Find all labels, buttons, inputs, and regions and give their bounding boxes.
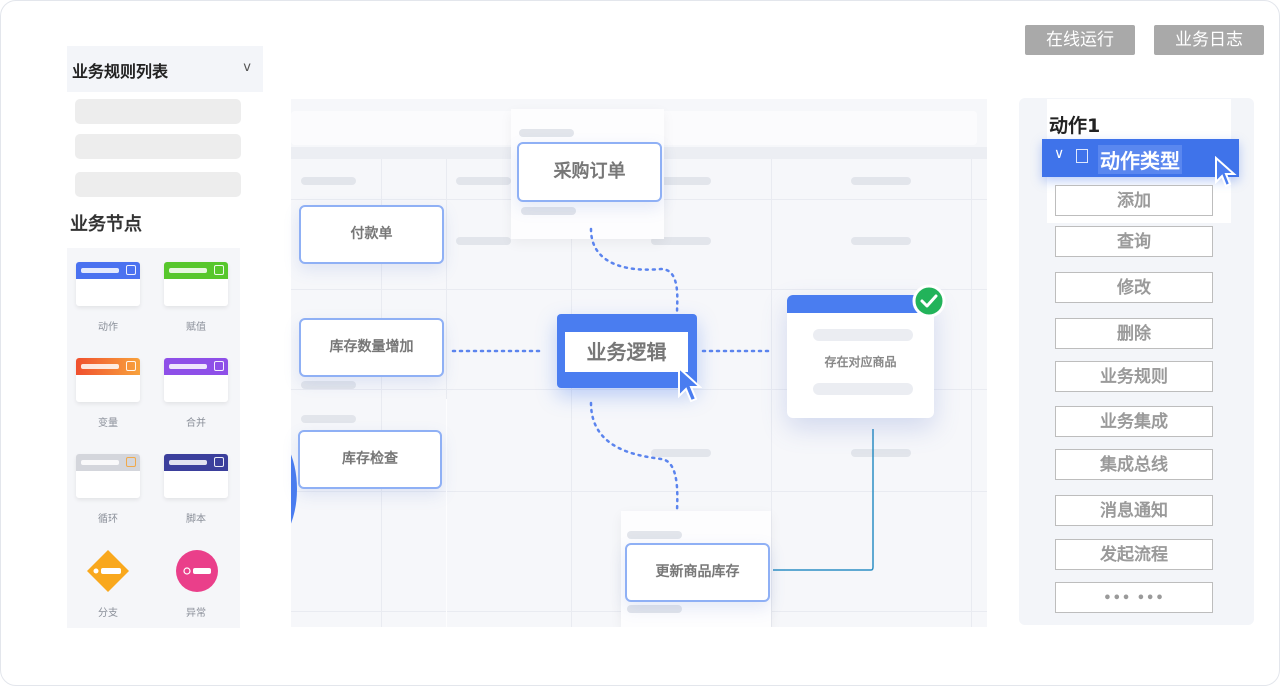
action-biz-rule-button[interactable]: 业务规则 (1055, 361, 1213, 392)
nodes-title: 业务节点 (70, 214, 142, 235)
tile-label-variable: 变量 (98, 418, 118, 429)
placeholder-bar (813, 383, 913, 395)
placeholder-bar (521, 207, 576, 215)
start-node[interactable] (291, 429, 297, 549)
rule-placeholder-1[interactable] (75, 99, 241, 124)
check-icon (912, 284, 946, 318)
placeholder-bar (301, 177, 356, 185)
node-stock-check[interactable]: 库存检查 (298, 430, 442, 489)
tile-label-merge: 合并 (186, 418, 206, 429)
rule-placeholder-2[interactable] (75, 134, 241, 159)
tile-label-assign: 赋值 (186, 322, 206, 333)
node-update-stock[interactable]: 更新商品库存 (625, 543, 770, 602)
grid-line (291, 491, 987, 492)
grid-line (291, 289, 987, 290)
action-title: 动作1 (1049, 115, 1101, 137)
node-purchase-order[interactable]: 采购订单 (517, 142, 662, 202)
biz-logic-label: 业务逻辑 (565, 332, 688, 372)
action-delete-button[interactable]: 删除 (1055, 318, 1213, 349)
placeholder-bar (456, 177, 511, 185)
placeholder-bar (301, 381, 356, 389)
action-message-notify-button[interactable]: 消息通知 (1055, 495, 1213, 526)
alert-icon (176, 550, 218, 592)
tile-label-script: 脚本 (186, 514, 206, 525)
node-tile-variable[interactable] (76, 358, 140, 402)
node-tile-script[interactable] (164, 454, 228, 498)
run-online-button[interactable]: 在线运行 (1025, 25, 1135, 55)
node-payment[interactable]: 付款单 (299, 205, 444, 264)
node-tile-assign[interactable] (164, 262, 228, 306)
note-icon (164, 262, 228, 279)
grid-line (971, 159, 972, 627)
placeholder-bar (651, 177, 711, 185)
placeholder-bar (301, 415, 356, 423)
grid-line (771, 159, 772, 627)
node-tile-loop[interactable] (76, 454, 140, 498)
cursor-icon (1215, 156, 1237, 188)
cursor-icon (678, 366, 702, 403)
placeholder-bar (851, 449, 911, 457)
chevron-down-icon: ∨ (1054, 146, 1065, 162)
action-more-button[interactable]: ••• ••• (1055, 582, 1213, 613)
action-type-label: 动作类型 (1098, 145, 1182, 174)
rules-list-title: 业务规则列表 (72, 62, 169, 81)
placeholder-bar (851, 177, 911, 185)
chevron-down-icon[interactable]: v (243, 60, 251, 75)
tile-label-branch: 分支 (98, 608, 118, 619)
action-integration-bus-button[interactable]: 集成总线 (1055, 449, 1213, 480)
action-type-dropdown[interactable]: ∨ 动作类型 (1042, 139, 1239, 177)
gear-icon (164, 454, 228, 471)
node-shadow-panel (446, 399, 447, 627)
action-modify-button[interactable]: 修改 (1055, 272, 1213, 303)
grid-line (571, 159, 572, 627)
action-add-button[interactable]: 添加 (1055, 185, 1213, 216)
image-icon (76, 358, 140, 375)
action-start-flow-button[interactable]: 发起流程 (1055, 539, 1213, 570)
node-product-exists[interactable]: 存在对应商品 (787, 295, 934, 418)
biz-log-button[interactable]: 业务日志 (1154, 25, 1264, 55)
node-stock-increase[interactable]: 库存数量增加 (299, 318, 444, 377)
node-tile-action[interactable] (76, 262, 140, 306)
rule-placeholder-3[interactable] (75, 172, 241, 197)
rules-list-dropdown[interactable]: 业务规则列表 v (67, 46, 263, 92)
tile-label-loop: 循环 (98, 514, 118, 525)
placeholder-bar (627, 605, 682, 613)
node-tile-exception[interactable] (176, 550, 218, 592)
placeholder-bar (851, 237, 911, 245)
grid-line (291, 389, 987, 390)
action-biz-integration-button[interactable]: 业务集成 (1055, 406, 1213, 437)
tile-label-exception: 异常 (186, 608, 206, 619)
node-tile-merge[interactable] (164, 358, 228, 402)
table-icon (1076, 149, 1088, 163)
action-query-button[interactable]: 查询 (1055, 226, 1213, 257)
node-biz-logic[interactable]: 业务逻辑 (557, 314, 697, 388)
branch-icon (87, 550, 129, 592)
placeholder-bar (627, 531, 682, 539)
grid-line (381, 159, 382, 627)
placeholder-bar (519, 129, 574, 137)
card-header-bar (787, 295, 934, 313)
grid-icon (76, 262, 140, 279)
placeholder-bar (456, 237, 511, 245)
refresh-icon (76, 454, 140, 471)
placeholder-bar (813, 329, 913, 341)
tile-label-action: 动作 (98, 322, 118, 333)
placeholder-bar (651, 449, 711, 457)
table-icon (164, 358, 228, 375)
placeholder-bar (651, 237, 711, 245)
node-tile-branch[interactable] (87, 550, 129, 592)
product-exists-label: 存在对应商品 (824, 355, 897, 369)
grid-line (446, 159, 447, 627)
